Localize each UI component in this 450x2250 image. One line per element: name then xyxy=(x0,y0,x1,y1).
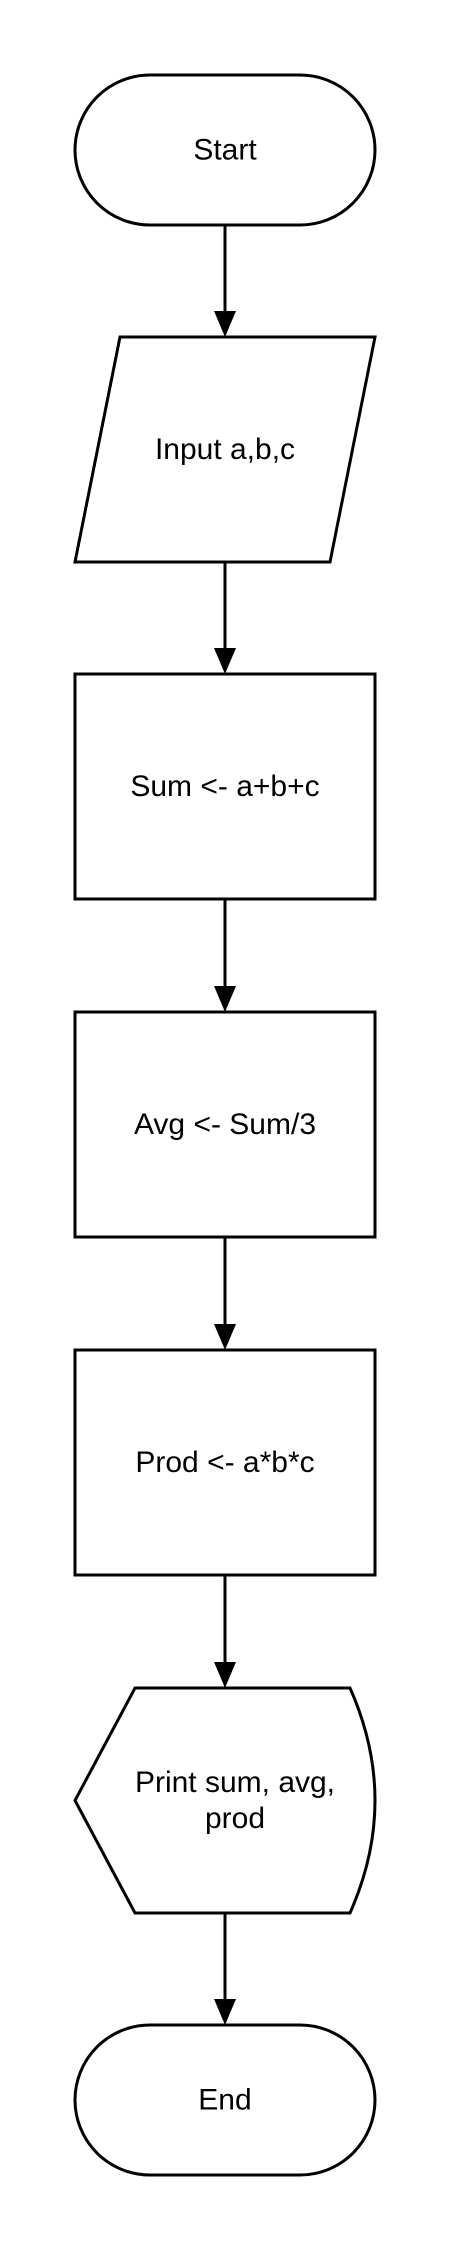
node-prod: Prod <- a*b*c xyxy=(73,1348,377,1577)
arrow-start-to-input xyxy=(214,225,236,337)
arrow-print-to-end xyxy=(214,1913,236,2025)
node-start: Start xyxy=(73,73,377,227)
arrowhead xyxy=(214,648,236,674)
process-shape xyxy=(73,672,377,901)
process-shape xyxy=(73,1010,377,1239)
node-label: prod xyxy=(205,1802,265,1835)
node-label: Input a,b,c xyxy=(155,433,295,466)
arrowhead xyxy=(214,311,236,337)
node-label: Start xyxy=(193,134,257,167)
edges-layer xyxy=(214,225,236,2025)
terminator-shape xyxy=(73,73,377,227)
node-print: Print sum, avg,prod xyxy=(73,1686,377,1915)
arrowhead xyxy=(214,986,236,1012)
arrow-sum-to-avg xyxy=(214,899,236,1012)
arrow-input-to-sum xyxy=(214,562,236,674)
process-shape xyxy=(73,1348,377,1577)
node-avg: Avg <- Sum/3 xyxy=(73,1010,377,1239)
arrow-prod-to-print xyxy=(214,1575,236,1688)
node-label: Avg <- Sum/3 xyxy=(134,1108,316,1141)
node-label: End xyxy=(198,2084,251,2117)
arrowhead xyxy=(214,1662,236,1688)
terminator-shape xyxy=(73,2023,377,2177)
node-label: Print sum, avg, xyxy=(135,1766,335,1799)
arrow-avg-to-prod xyxy=(214,1237,236,1350)
display-shape xyxy=(73,1686,377,1915)
node-sum: Sum <- a+b+c xyxy=(73,672,377,901)
node-label: Sum <- a+b+c xyxy=(130,770,319,803)
arrowhead xyxy=(214,1324,236,1350)
arrowhead xyxy=(214,1999,236,2025)
node-label: Prod <- a*b*c xyxy=(135,1446,314,1479)
node-end: End xyxy=(73,2023,377,2177)
data-shape xyxy=(73,335,377,564)
node-input: Input a,b,c xyxy=(73,335,377,564)
